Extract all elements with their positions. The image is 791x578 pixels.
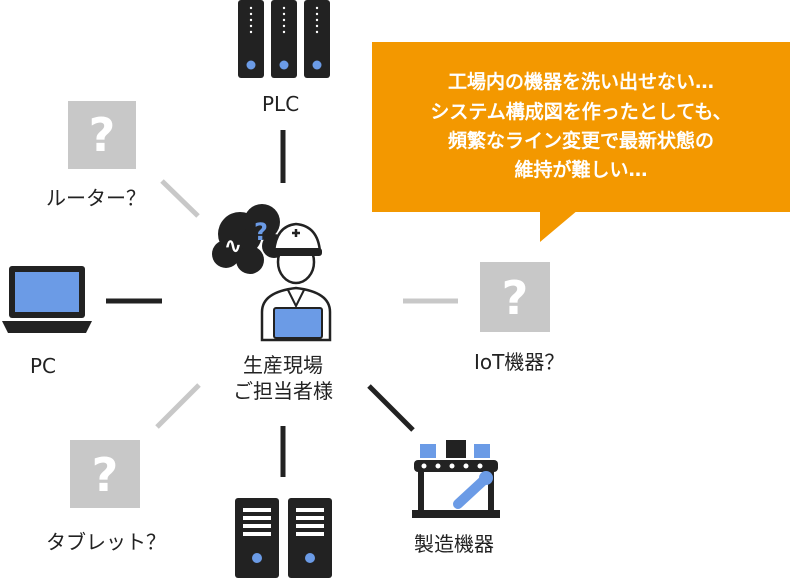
thought-cloud-icon: ∿ ? — [212, 204, 286, 274]
worker-icon — [260, 222, 332, 342]
center-node-label: 生産現場 ご担当者様 — [218, 352, 348, 404]
bubble-line-2: システム構成図を作ったとしても、 — [430, 100, 732, 123]
link-manufacturing — [367, 384, 415, 432]
server-icon — [235, 498, 332, 578]
speech-bubble — [372, 42, 790, 242]
plc-icon — [238, 0, 330, 78]
iot-question-mark: ? — [502, 271, 529, 325]
svg-text:?: ? — [254, 218, 268, 246]
router-label: ルーター？ — [46, 186, 146, 210]
laptop-icon — [2, 266, 92, 333]
link-tablet — [155, 383, 201, 429]
bubble-line-3: 頻繁なライン変更で最新状態の — [447, 130, 714, 152]
tablet-unknown-icon: ? — [70, 440, 140, 508]
link-router — [160, 179, 200, 218]
center-label-line-1: 生産現場 — [243, 353, 323, 377]
manufacturing-equipment-icon — [412, 440, 500, 518]
pc-label: PC — [30, 354, 57, 378]
bubble-line-4: 維持が難しい… — [514, 159, 648, 182]
router-question-mark: ? — [89, 108, 116, 162]
iot-unknown-icon: ? — [480, 262, 550, 332]
center-label-line-2: ご担当者様 — [233, 379, 333, 403]
svg-text:∿: ∿ — [224, 234, 242, 259]
iot-label: IoT機器？ — [474, 350, 565, 374]
router-unknown-icon: ? — [68, 101, 136, 169]
plc-label: PLC — [262, 92, 300, 116]
tablet-question-mark: ? — [92, 448, 119, 502]
manufacturing-label: 製造機器 — [414, 532, 494, 556]
bubble-line-1: 工場内の機器を洗い出せない… — [447, 71, 714, 94]
speech-bubble-text: 工場内の機器を洗い出せない… システム構成図を作ったとしても、 頻繁なライン変更… — [372, 42, 790, 212]
tablet-label: タブレット？ — [46, 530, 166, 554]
